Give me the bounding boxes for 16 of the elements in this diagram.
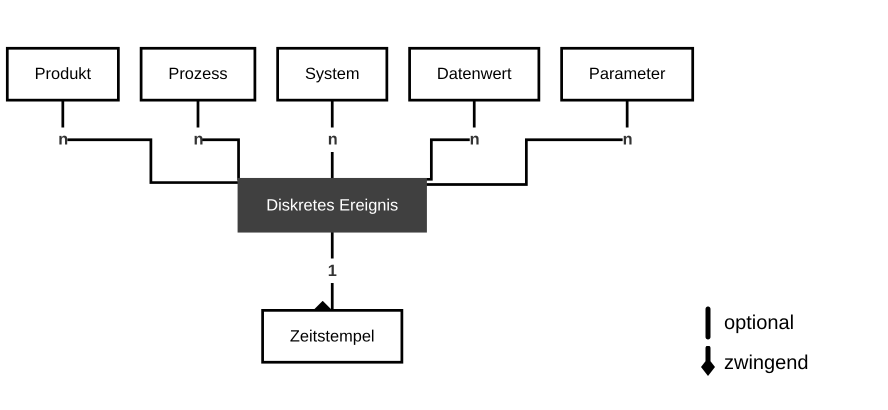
node-box: Prozess [140, 46, 256, 102]
legend-label: zwingend [724, 352, 809, 374]
edge-label: n [622, 130, 633, 148]
edge-label: n [328, 130, 338, 148]
legend-label: optional [724, 312, 794, 334]
node-box: Datenwert [408, 46, 540, 102]
node-box: Produkt [6, 46, 120, 102]
edge-label: n [193, 130, 204, 148]
node-box: Parameter [560, 46, 694, 102]
node-box: Diskretes Ereignis [238, 178, 427, 232]
connector [61, 98, 239, 184]
connector [426, 98, 629, 186]
edge-label: n [58, 130, 68, 148]
node-box: System [276, 46, 388, 102]
edge-label: n [470, 130, 480, 148]
node-box: Zeitstempel [261, 308, 404, 364]
